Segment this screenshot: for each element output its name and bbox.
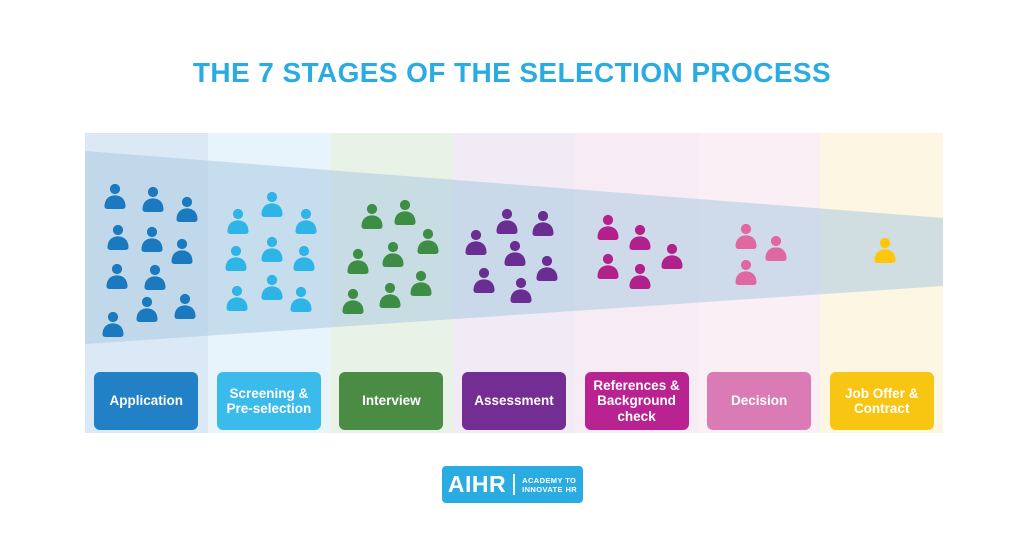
person-icon <box>627 224 653 252</box>
person-icon <box>415 228 441 256</box>
aihr-wordmark: AIHR <box>447 471 507 497</box>
person-icon <box>134 296 160 324</box>
person-icon <box>259 274 285 302</box>
person-icon <box>359 203 385 231</box>
aihr-tagline-line1: ACADEMY TO <box>522 475 577 485</box>
person-icon <box>142 264 168 292</box>
aihr-tagline: ACADEMY TO INNOVATE HR <box>522 476 577 494</box>
stage-label-job-offer-contract: Job Offer &Contract <box>829 372 934 430</box>
person-icon <box>340 288 366 316</box>
aihr-logo: AIHR ACADEMY TO INNOVATE HR <box>442 466 583 503</box>
person-icon <box>169 238 195 266</box>
person-icon <box>225 208 251 236</box>
person-icon <box>502 240 528 268</box>
person-icon <box>595 214 621 242</box>
person-icon <box>530 210 556 238</box>
person-icon <box>494 208 520 236</box>
person-icon <box>105 224 131 252</box>
person-icon <box>508 277 534 305</box>
person-icon <box>259 236 285 264</box>
person-icon <box>172 293 198 321</box>
stage-label-line: Pre-selection <box>226 401 312 416</box>
person-icon <box>377 282 403 310</box>
stage-label-assessment: Assessment <box>462 372 566 430</box>
person-icon <box>140 186 166 214</box>
person-icon <box>463 229 489 257</box>
person-icon <box>595 253 621 281</box>
stage-label-line: Application <box>109 393 184 409</box>
stage-label-interview: Interview <box>339 372 444 430</box>
person-icon <box>139 226 165 254</box>
stage-label-application: Application <box>94 372 199 430</box>
person-icon <box>408 270 434 298</box>
person-icon <box>733 223 759 251</box>
aihr-tagline-line2: INNOVATE HR <box>522 484 578 494</box>
stage-label-line: References & <box>593 377 680 393</box>
stage-label-line: Background <box>597 393 676 409</box>
stage-label-line: Screening & <box>229 385 309 401</box>
stage-label-screening-pre-selection: Screening &Pre-selection <box>216 372 321 430</box>
stage-label-line: check <box>617 408 656 424</box>
person-icon <box>291 245 317 273</box>
page-title: THE 7 STAGES OF THE SELECTION PROCESS <box>192 57 832 88</box>
person-icon <box>102 183 128 211</box>
person-icon <box>733 259 759 287</box>
stage-label-line: Contract <box>853 401 910 416</box>
person-icon <box>627 263 653 291</box>
person-icon <box>392 199 418 227</box>
stage-label-line: Decision <box>731 393 788 409</box>
person-icon <box>259 191 285 219</box>
person-icon <box>345 248 371 276</box>
person-icon <box>471 267 497 295</box>
person-icon <box>659 243 685 271</box>
person-icon <box>223 245 249 273</box>
person-icon <box>224 285 250 313</box>
person-icon <box>763 235 789 263</box>
person-icon <box>293 208 319 236</box>
person-icon <box>534 255 560 283</box>
person-icon <box>288 286 314 314</box>
person-icon <box>174 196 200 224</box>
stage-label-line: Interview <box>362 393 421 409</box>
person-icon <box>104 263 130 291</box>
logo-divider <box>513 474 516 495</box>
person-icon <box>380 241 406 269</box>
person-icon <box>100 311 126 339</box>
stage-label-line: Job Offer & <box>844 385 919 401</box>
stage-label-line: Assessment <box>474 393 554 409</box>
stage-label-decision: Decision <box>707 372 812 430</box>
person-icon <box>872 237 898 265</box>
